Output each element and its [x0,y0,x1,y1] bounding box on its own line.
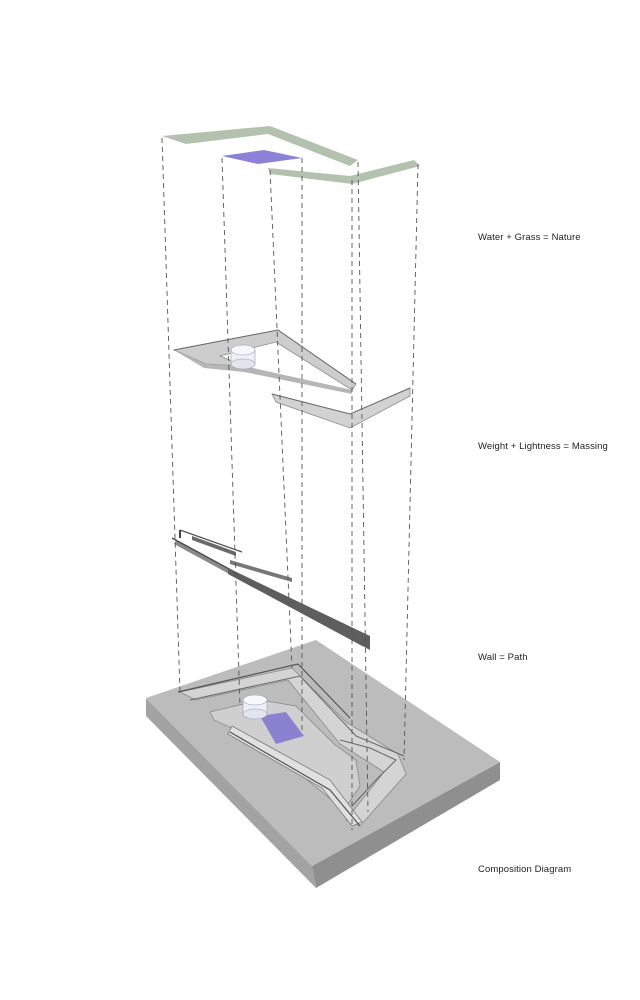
massing-upper-edge [173,329,357,385]
massing-cylinder [230,344,256,370]
label-composition: Composition Diagram [478,864,572,875]
ground-wall-line-4 [339,739,397,807]
ground-wall-line-1 [177,663,351,719]
ground-path-footprint [177,663,407,827]
wall-segment-4 [228,568,370,650]
massing-layer [172,329,411,429]
projection-line-3 [269,169,293,669]
massing-lower-edge [271,387,411,415]
ground-wall-line-2 [189,675,405,757]
ground-cylinder [242,694,268,720]
grass-strip-upper [162,126,358,166]
wall-segment-1-edge [179,529,243,553]
water-plane [222,150,302,164]
label-nature: Water + Grass = Nature [478,232,581,243]
projection-line-7 [403,163,419,761]
projection-line-6 [357,161,369,813]
nature-layer [162,126,420,184]
ground-wall-line-3 [229,731,361,827]
wall-segment-1 [192,536,236,556]
massing-lower-slab [271,387,411,429]
massing-upper-slab [172,329,357,391]
label-massing: Weight + Lightness = Massing [478,441,608,452]
label-path: Wall = Path [478,652,528,663]
ground-water-pool [260,712,304,744]
massing-upper-underside [174,350,352,394]
projection-line-1 [161,137,181,693]
wall-segment-3 [230,560,292,582]
path-slab-lower [227,725,363,827]
site-base-right-face [312,762,500,888]
projection-lines [161,137,419,830]
wall-layer [171,529,370,650]
projection-line-2 [221,157,241,707]
grass-strip-lower [268,160,420,184]
site-base-left-face [146,698,316,888]
